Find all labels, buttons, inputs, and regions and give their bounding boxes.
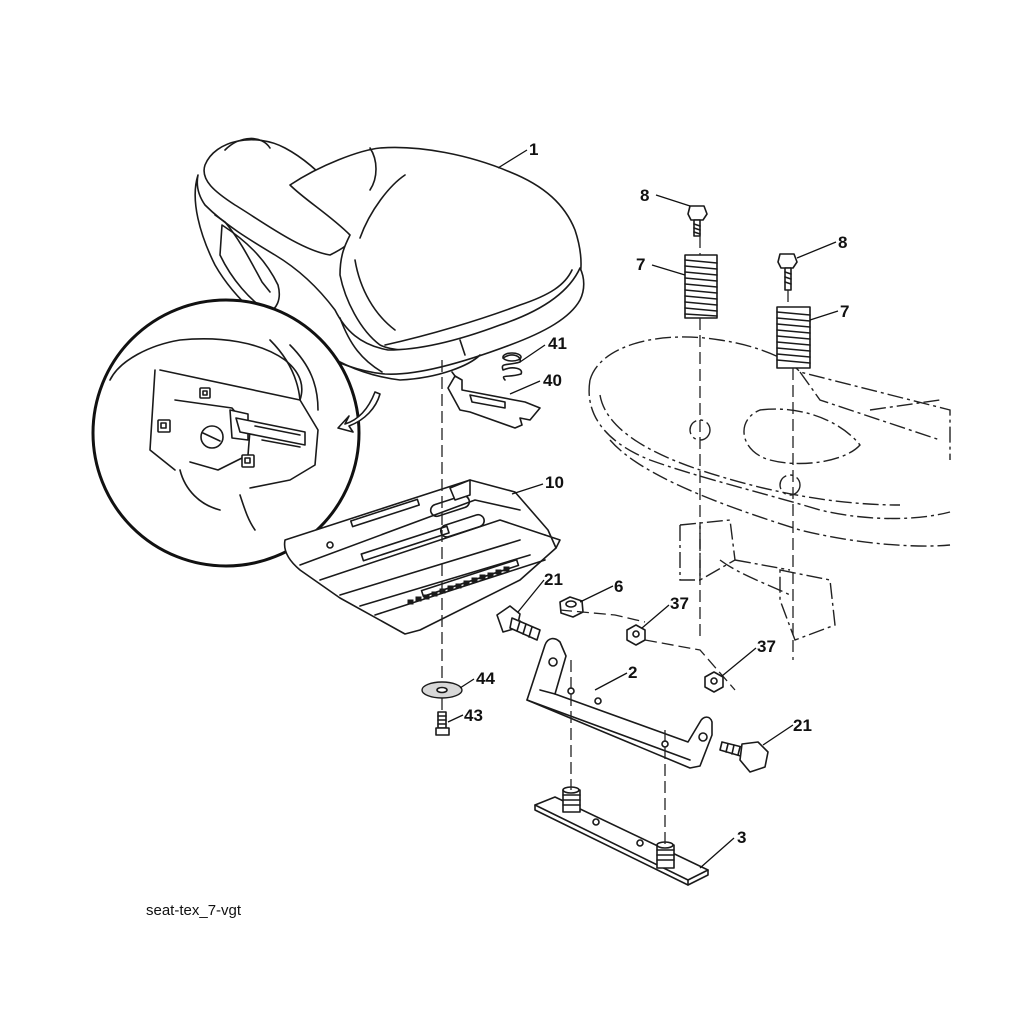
callout-seat-pan: 10	[545, 473, 564, 492]
washer-44	[421, 681, 463, 699]
callout-spring-41: 41	[548, 334, 567, 353]
seat-bracket-2	[526, 637, 713, 769]
callout-bolt-21-right: 21	[793, 716, 812, 735]
bolt-21-right	[719, 741, 769, 773]
callout-spring-left: 7	[636, 255, 645, 274]
callout-bolt-8-left: 8	[640, 186, 649, 205]
spring-7-left	[684, 254, 718, 319]
callout-clip-40: 40	[543, 371, 562, 390]
callout-nut-6: 6	[614, 577, 623, 596]
callout-spring-right: 7	[840, 302, 849, 321]
callout-seat-bracket: 2	[628, 663, 637, 682]
pad-plate-3	[534, 786, 709, 886]
nut-37-lower	[704, 671, 724, 693]
leader-lines	[447, 149, 839, 869]
callout-bolt-21-left: 21	[544, 570, 563, 589]
stud-left	[562, 786, 581, 813]
bolt-21-left	[496, 605, 541, 641]
chassis-outline	[588, 336, 951, 641]
assembly-lines	[441, 236, 794, 845]
figure-caption: seat-tex_7-vgt	[146, 902, 242, 919]
nut-6	[559, 596, 584, 618]
callout-pad-plate: 3	[737, 828, 746, 847]
clip-40	[447, 371, 541, 429]
bolt-8-left	[687, 205, 708, 237]
spring-7-right	[776, 306, 811, 369]
callout-labels: 1 8 8 7 7 41 40 10 21 6 37 2 37 44 43 21…	[464, 140, 849, 847]
callout-seat: 1	[529, 140, 538, 159]
stud-right	[656, 841, 675, 869]
detail-inset	[91, 298, 381, 568]
callout-nut-37-upper: 37	[670, 594, 689, 613]
seat-pan-10	[283, 479, 561, 635]
bolt-8-right	[777, 253, 798, 291]
callout-nut-37-lower: 37	[757, 637, 776, 656]
spring-41	[501, 352, 523, 381]
screw-43	[435, 711, 450, 736]
callout-washer-44: 44	[476, 669, 495, 688]
callout-screw-43: 43	[464, 706, 483, 725]
callout-bolt-8-right: 8	[838, 233, 847, 252]
